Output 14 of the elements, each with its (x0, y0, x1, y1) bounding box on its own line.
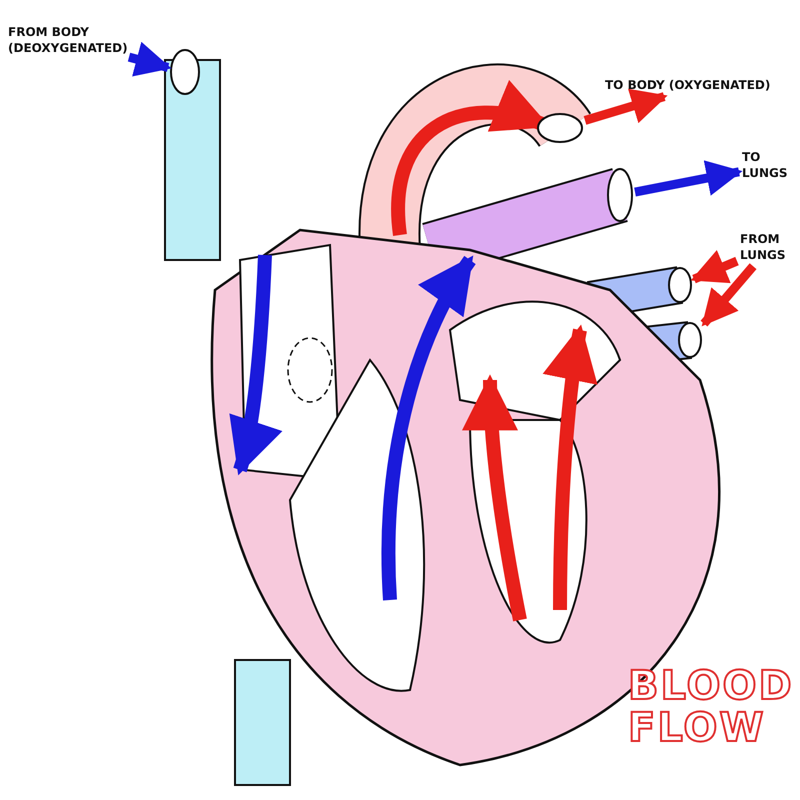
arrow (700, 263, 757, 327)
vessel-label: TO BODY (OXYGENATED) (605, 78, 795, 94)
title: BLOOD FLOW (628, 665, 793, 749)
arrow (584, 88, 668, 125)
arrow (634, 160, 743, 196)
vessel-opening (668, 267, 692, 303)
vessel-label: FROM BODY (DEOXYGENATED) (8, 25, 126, 56)
vessel-opening (537, 113, 583, 143)
vessel-label: FROM LUNGS (740, 232, 798, 264)
vessel-opening (170, 49, 200, 95)
vessel-opening (607, 168, 633, 222)
vessel-label: TO LUNGS (742, 150, 800, 182)
vessel-opening (678, 322, 702, 358)
arrow (690, 250, 739, 284)
